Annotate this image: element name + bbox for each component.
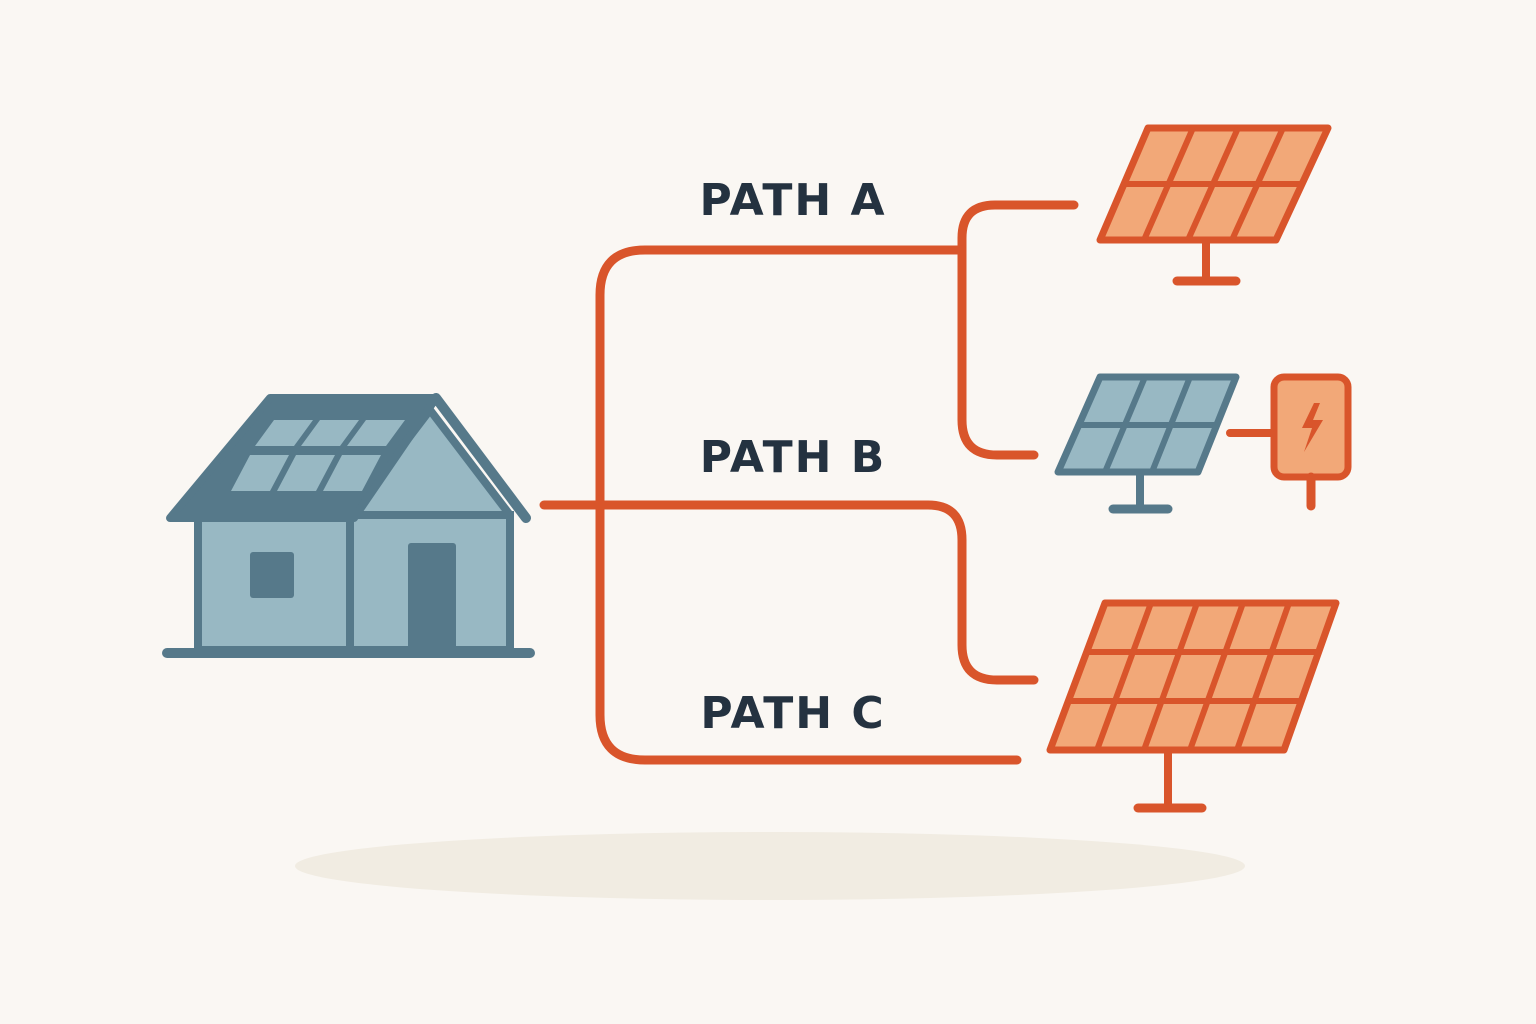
house-window [250,552,294,598]
solar-panel-icon [1046,599,1340,813]
path-c-label: PATH C [700,688,885,739]
lightning-bolt-icon [1302,403,1323,452]
battery-lightning-icon [1226,373,1352,511]
path-b-line [539,500,1039,685]
ground-shadow [295,832,1245,900]
house-door [408,543,456,650]
house-with-rooftop-solar-icon [162,393,535,658]
path-a-upper-branch [957,200,1079,255]
panel-c-frame [1046,599,1340,754]
connection-lines [539,200,1079,765]
path-a-lower-branch [957,245,1039,460]
path-b-label: PATH B [700,432,887,483]
path-a-line [595,245,967,505]
solar-panel-icon [1096,124,1332,286]
path-c-line [595,495,1022,765]
roof-solar-cells [231,420,405,491]
house-roof-eave-right [431,393,531,523]
path-a-label: PATH A [699,175,886,226]
solar-panel-icon [1054,373,1240,514]
